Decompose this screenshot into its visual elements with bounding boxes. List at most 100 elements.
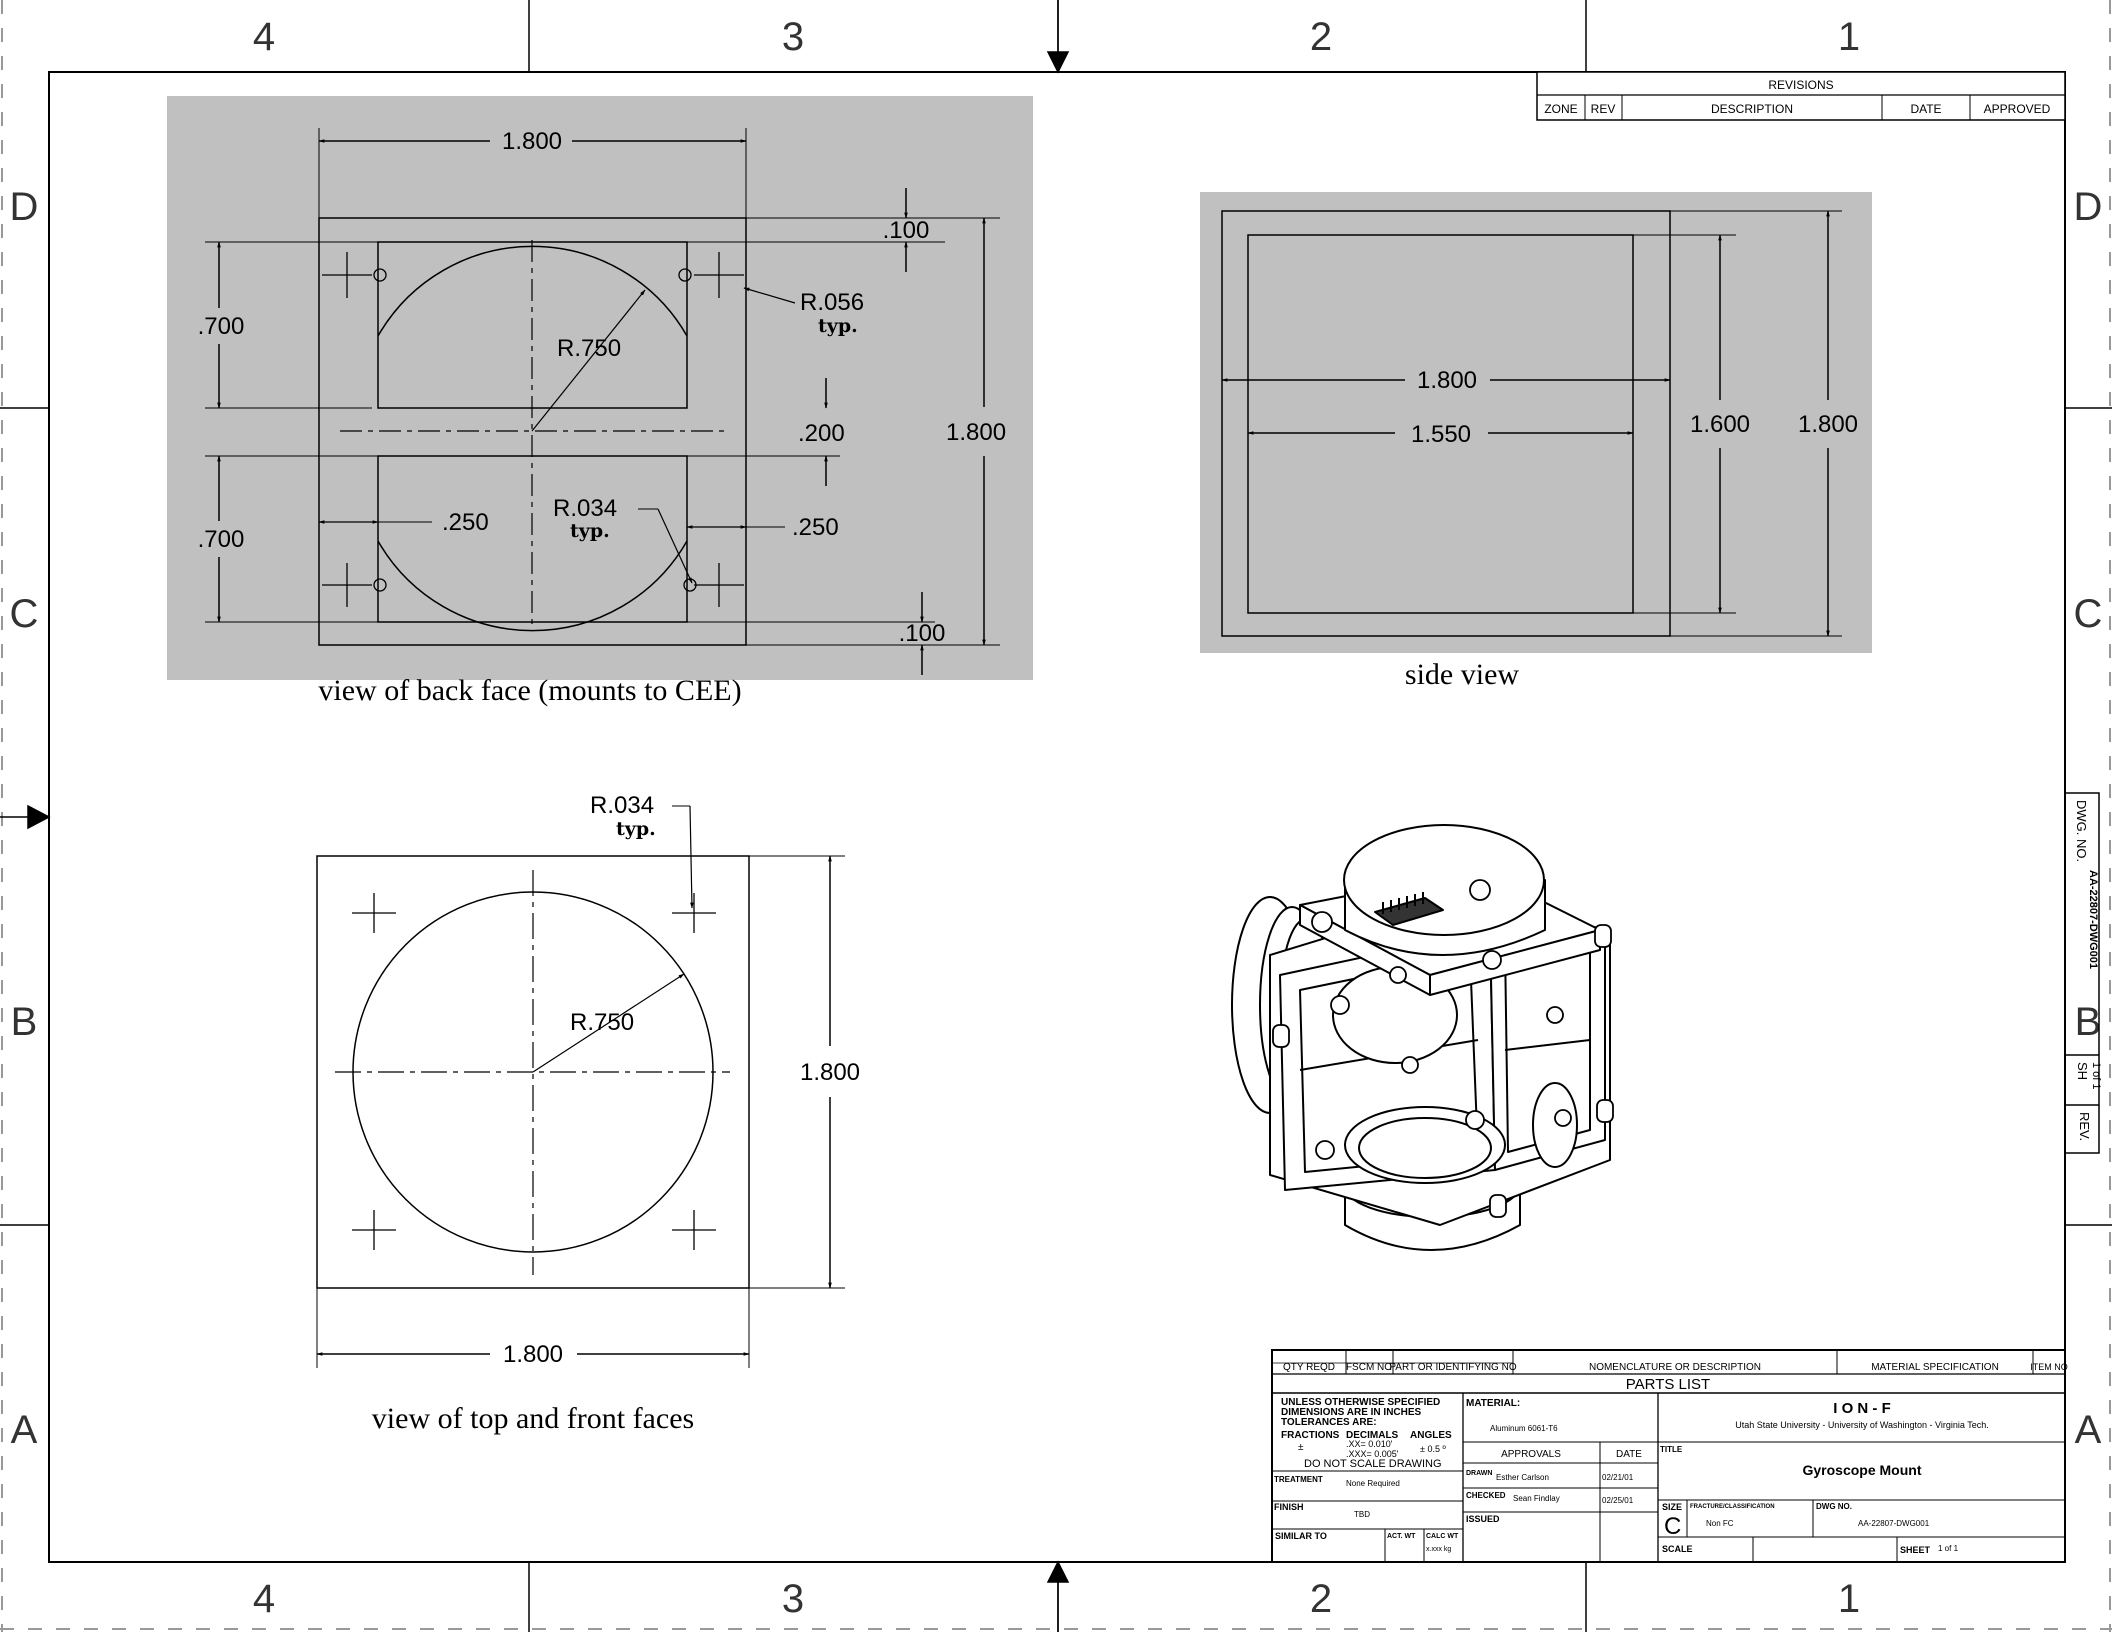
dim-text: R.034 (553, 495, 617, 522)
finish-label: FINISH (1274, 1502, 1304, 1512)
center-arrow-top-icon (1046, 51, 1070, 74)
calc-wt-label: CALC WT (1426, 1533, 1459, 1540)
checked-by: Sean Findlay (1513, 1494, 1560, 1503)
finish-value: TBD (1354, 1510, 1370, 1519)
back-face-view (167, 96, 1033, 680)
top-front-dimension-text: R.034 typ. R.750 1.800 1.800 (503, 792, 860, 1368)
dim-text: 1.800 (800, 1059, 860, 1086)
revisions-header: DATE (1910, 102, 1941, 116)
dwg-no-label: DWG NO. (1816, 1502, 1852, 1511)
dim-text: .700 (198, 313, 245, 340)
dim-text: 1.800 (502, 128, 562, 155)
revisions-title: REVISIONS (1768, 78, 1833, 92)
dim-text: R.056 (800, 289, 864, 316)
parts-header: NOMENCLATURE OR DESCRIPTION (1589, 1362, 1761, 1373)
scale-label: SCALE (1662, 1544, 1693, 1554)
zone-row-label: C (2074, 592, 2103, 636)
dim-text: 1.550 (1411, 421, 1471, 448)
dim-text: 1.800 (503, 1341, 563, 1368)
dim-text: R.750 (557, 335, 621, 362)
zone-col-label: 1 (1838, 15, 1860, 59)
size-label: SIZE (1662, 1502, 1682, 1512)
similar-label: SIMILAR TO (1275, 1531, 1327, 1541)
dim-text: .700 (198, 526, 245, 553)
dim-text: .250 (442, 509, 489, 536)
side-dwg-block (2064, 792, 2100, 1154)
dim-text: typ. (570, 520, 610, 542)
zone-col-label: 2 (1310, 1577, 1332, 1621)
zone-col-label: 2 (1310, 15, 1332, 59)
tolerance-note: ANGLES (1410, 1430, 1452, 1441)
parts-header: QTY REQD (1283, 1362, 1335, 1373)
dim-text: 1.600 (1690, 411, 1750, 438)
sheet-value: 1 of 1 (2090, 1062, 2102, 1090)
material-label: MATERIAL: (1466, 1398, 1520, 1409)
back-face-dimension-text: 1.800 .700 .700 .100 R.056 typ. R.750 .2… (198, 128, 1006, 647)
zone-col-label: 1 (1838, 1577, 1860, 1621)
issued-label: ISSUED (1466, 1514, 1500, 1524)
dim-text: .100 (899, 620, 946, 647)
revisions-block: REVISIONS ZONE REV DESCRIPTION DATE APPR… (1536, 71, 2066, 121)
zone-col-label: 3 (782, 15, 804, 59)
top-front-caption: view of top and front faces (372, 1402, 694, 1435)
sheet-value: 1 of 1 (1938, 1544, 1959, 1553)
revisions-header: ZONE (1544, 102, 1577, 116)
date-label: DATE (1616, 1449, 1642, 1460)
zone-col-label: 4 (253, 15, 275, 59)
dim-text: .200 (798, 420, 845, 447)
dim-text: typ. (616, 818, 656, 840)
calc-wt-value: x.xxx kg (1426, 1546, 1451, 1553)
dwg-no-label: DWG. NO. (2074, 800, 2089, 862)
dim-text: .250 (792, 514, 839, 541)
top-front-view (316, 805, 845, 1368)
zone-row-label: C (10, 592, 39, 636)
dim-text: 1.800 (946, 419, 1006, 446)
tolerance-note: FRACTIONS (1281, 1430, 1340, 1441)
revisions-header: APPROVED (1984, 102, 2051, 116)
drawn-date: 02/21/01 (1602, 1473, 1634, 1482)
sheet-label: SHEET (1900, 1545, 1931, 1555)
project-name: I O N - F (1833, 1400, 1891, 1417)
checked-date: 02/25/01 (1602, 1496, 1634, 1505)
organization: Utah State University - University of Wa… (1735, 1420, 1988, 1430)
parts-list-label: PARTS LIST (1626, 1376, 1710, 1393)
dwg-no-value: AA-22807-DWG001 (2087, 870, 2099, 969)
parts-header: ITEM NO (2030, 1362, 2068, 1372)
title-block-text: QTY REQD FSCM NO PART OR IDENTIFYING NO … (1274, 1362, 2068, 1555)
parts-header: MATERIAL SPECIFICATION (1871, 1362, 1999, 1373)
parts-header: FSCM NO (1346, 1362, 1392, 1373)
revisions-header: DESCRIPTION (1711, 102, 1793, 116)
zone-row-label: A (2075, 1408, 2102, 1452)
dwg-no-value: AA-22807-DWG001 (1858, 1519, 1930, 1528)
tolerance-note: ± 0.5 º (1420, 1444, 1446, 1454)
tolerance-note: .XX= 0.010' (1346, 1439, 1393, 1449)
zone-row-label: D (2074, 185, 2103, 229)
drawn-label: DRAWN (1466, 1470, 1492, 1477)
tolerance-note: UNLESS OTHERWISE SPECIFIED (1281, 1397, 1440, 1408)
sheet-label: SH (2075, 1062, 2090, 1080)
approvals-label: APPROVALS (1501, 1449, 1561, 1460)
checked-label: CHECKED (1466, 1491, 1506, 1500)
parts-header: PART OR IDENTIFYING NO (1389, 1362, 1516, 1373)
fsc-value: Non FC (1706, 1519, 1734, 1528)
gyroscope-mount-isometric (1231, 824, 1614, 1251)
title-block (1271, 1349, 2066, 1563)
zone-row-label: D (10, 185, 39, 229)
side-view-caption: side view (1405, 658, 1519, 691)
zone-row-label: B (2075, 1000, 2102, 1044)
fsc-label: FRACTURE/CLASSIFICATION (1690, 1504, 1775, 1510)
tolerance-note: DIMENSIONS ARE IN INCHES (1281, 1407, 1422, 1418)
tolerance-note: .XXX= 0.005' (1346, 1449, 1399, 1459)
drawing-title: Gyroscope Mount (1802, 1462, 1921, 1478)
act-wt-label: ACT. WT (1387, 1533, 1416, 1540)
treatment-label: TREATMENT (1274, 1475, 1323, 1484)
tolerance-note: ± (1298, 1442, 1304, 1453)
side-view (1200, 192, 1872, 653)
center-arrow-left-icon (27, 804, 51, 830)
zone-col-label: 4 (253, 1577, 275, 1621)
tolerance-note: DECIMALS (1346, 1430, 1399, 1441)
centering-marks (0, 0, 1070, 1632)
back-face-caption: view of back face (mounts to CEE) (318, 674, 741, 707)
